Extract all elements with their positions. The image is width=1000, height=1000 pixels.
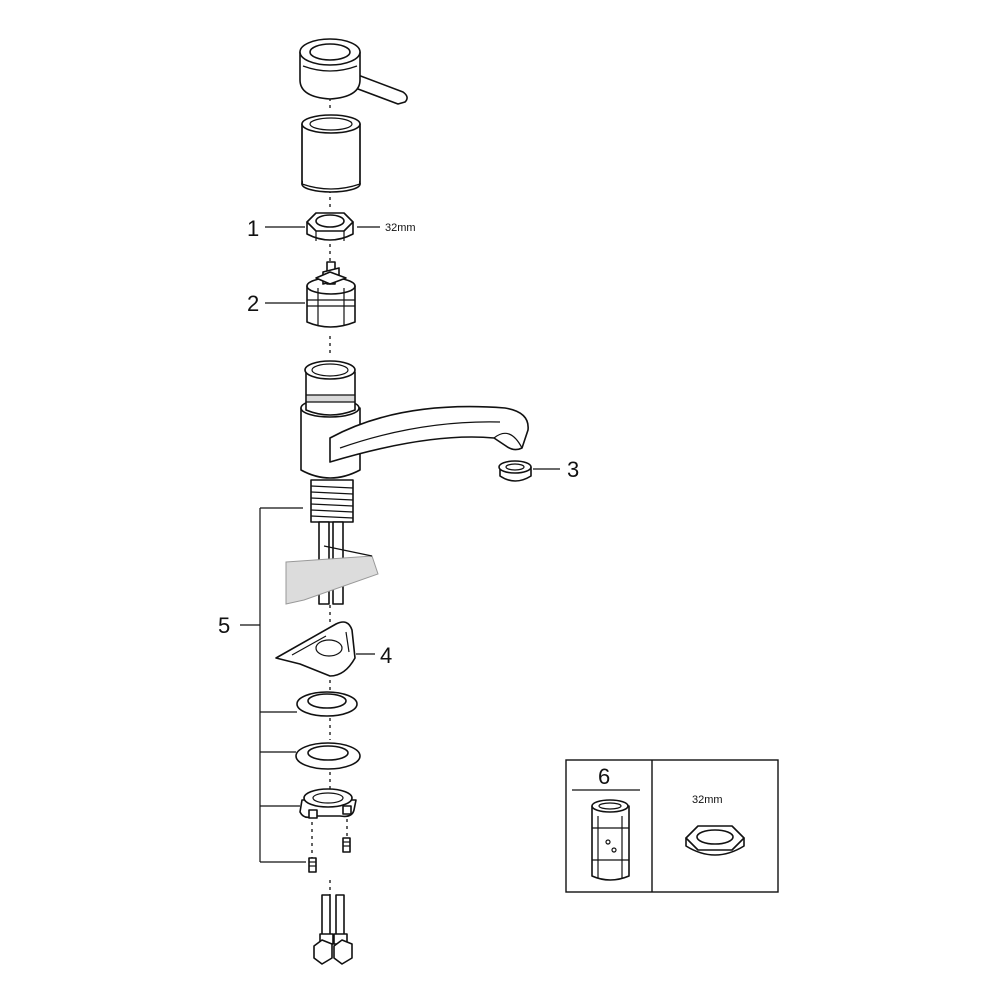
- fixing-washer-part-4: [275, 621, 356, 677]
- cover-sleeve: [301, 114, 361, 193]
- clamp-ring: [299, 788, 357, 819]
- inset-hex-nut: [685, 825, 745, 856]
- hex-nut-part-1: [306, 212, 354, 241]
- callout-5: 5: [218, 613, 230, 638]
- cartridge-part-2: [306, 261, 356, 328]
- assembly-axis: [311, 98, 348, 895]
- flex-hoses: [313, 894, 353, 965]
- flat-washer-lower: [295, 742, 361, 770]
- spare-parts-inset: [565, 759, 779, 893]
- callout-leaders: [240, 226, 560, 863]
- callout-3: 3: [567, 457, 579, 482]
- callout-6: 6: [598, 764, 610, 789]
- extension-piece: [591, 799, 630, 881]
- fixing-screws: [308, 837, 351, 873]
- flat-washer-upper: [296, 691, 358, 717]
- callout-1: 1: [247, 216, 259, 241]
- dimension-32mm-main: 32mm: [385, 222, 416, 234]
- aerator-part-3: [498, 460, 532, 482]
- callout-2: 2: [247, 291, 259, 316]
- dimension-32mm-inset: 32mm: [692, 794, 723, 806]
- lever-handle: [299, 38, 408, 105]
- countertop-hint: [285, 545, 379, 605]
- callout-4: 4: [380, 643, 392, 668]
